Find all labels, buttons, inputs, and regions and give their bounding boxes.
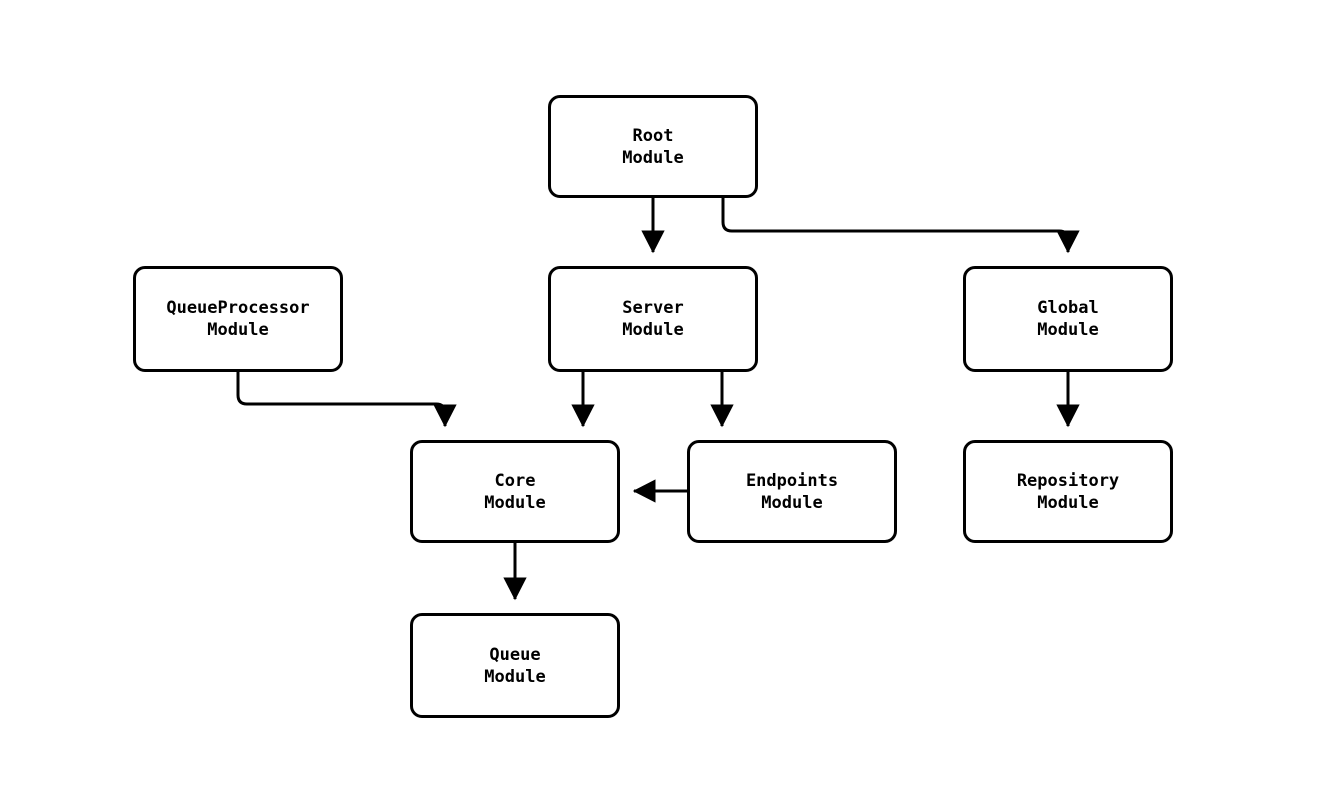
node-endpoints-module-line2: Module — [761, 492, 823, 513]
edge-root-to-global — [721, 198, 1080, 254]
node-queueprocessor-module-line1: QueueProcessor — [166, 298, 310, 318]
node-endpoints-module-line1: Endpoints — [745, 470, 839, 491]
node-queue-module-line1: Queue — [489, 644, 541, 665]
node-repository-module-line2: Module — [1037, 492, 1099, 513]
node-repository-module-line1: Repository — [1016, 470, 1120, 491]
node-global-module[interactable]: Global Module — [963, 266, 1173, 372]
node-server-module-line2: Module — [622, 320, 684, 340]
node-queueprocessor-module[interactable]: QueueProcessor Module — [133, 266, 343, 372]
node-repository-module[interactable]: Repository Module — [963, 440, 1173, 543]
node-root-module-line2: Module — [622, 147, 684, 168]
node-root-module[interactable]: Root Module — [548, 95, 758, 198]
node-server-module[interactable]: Server Module — [548, 266, 758, 372]
node-server-module-line1: Server — [622, 298, 684, 318]
edge-queueprocessor-to-core — [236, 372, 457, 428]
node-core-module[interactable]: Core Module — [410, 440, 620, 543]
node-queue-module-line2: Module — [484, 666, 546, 687]
node-global-module-line1: Global — [1037, 298, 1099, 318]
node-endpoints-module[interactable]: Endpoints Module — [687, 440, 897, 543]
node-core-module-line1: Core — [494, 470, 536, 491]
node-queueprocessor-module-line2: Module — [207, 320, 269, 340]
node-queue-module[interactable]: Queue Module — [410, 613, 620, 718]
node-core-module-line2: Module — [484, 492, 546, 513]
node-global-module-line2: Module — [1037, 320, 1099, 340]
node-root-module-line1: Root — [632, 125, 674, 146]
